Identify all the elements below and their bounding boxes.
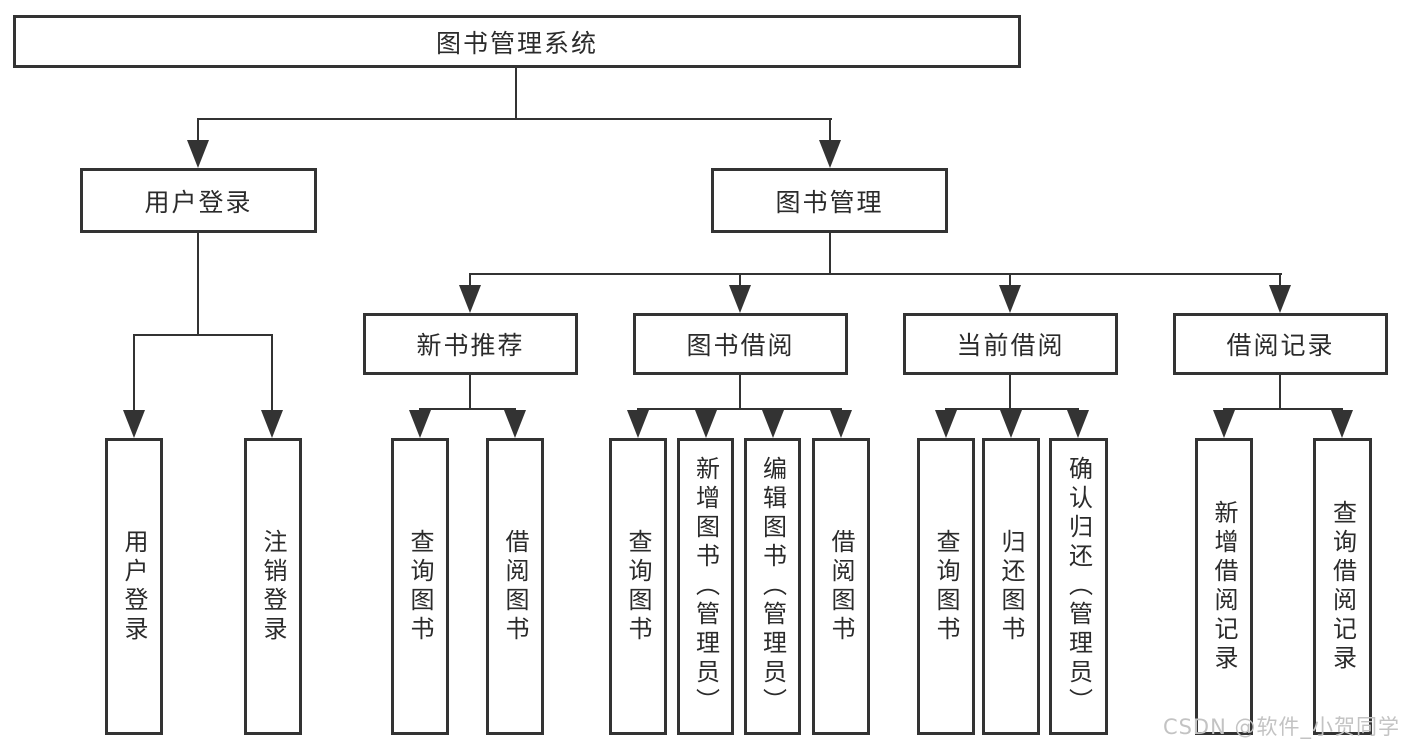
node-user-login-label: 用户登录 [144, 187, 253, 217]
arrowhead-icon [999, 285, 1021, 313]
leaf-logout: 注销登录 [244, 438, 302, 735]
arrowhead-icon [830, 410, 852, 438]
leaf-logout-label: 注销登录 [259, 528, 287, 645]
arrowhead-icon [1269, 285, 1291, 313]
connector-line [515, 68, 517, 119]
leaf-user-login: 用户登录 [105, 438, 163, 735]
arrowhead-icon [459, 285, 481, 313]
leaf-query-books-recommend: 查询图书 [391, 438, 449, 735]
arrowhead-icon [1067, 410, 1089, 438]
node-borrowing-records-label: 借阅记录 [1226, 331, 1335, 360]
leaf-query-books-current-label: 查询图书 [932, 528, 960, 645]
arrowhead-icon [762, 410, 784, 438]
leaf-add-books-admin-label: 新增图书（管理员） [691, 456, 720, 717]
node-book-management: 图书管理 [711, 168, 948, 233]
leaf-borrow-books-label: 借阅图书 [827, 528, 855, 645]
leaf-query-borrow-record: 查询借阅记录 [1313, 438, 1372, 735]
arrowhead-icon [1000, 410, 1022, 438]
node-current-borrowing: 当前借阅 [903, 313, 1118, 375]
connector-line [469, 375, 471, 408]
leaf-borrow-books-recommend-label: 借阅图书 [501, 528, 529, 645]
arrowhead-icon [261, 410, 283, 438]
node-book-borrowing-label: 图书借阅 [686, 331, 795, 360]
node-book-management-label: 图书管理 [775, 187, 884, 217]
leaf-borrow-books: 借阅图书 [812, 438, 870, 735]
leaf-query-books-current: 查询图书 [917, 438, 975, 735]
connector-line [739, 273, 741, 287]
leaf-return-books-label: 归还图书 [997, 528, 1025, 645]
arrowhead-icon [819, 140, 841, 168]
leaf-query-borrow-record-label: 查询借阅记录 [1328, 499, 1357, 674]
node-root-label: 图书管理系统 [435, 28, 598, 58]
connector-line [1009, 375, 1011, 408]
leaf-confirm-return-admin-label: 确认归还（管理员） [1064, 456, 1093, 717]
arrowhead-icon [695, 410, 717, 438]
leaf-query-books-borrow-label: 查询图书 [624, 528, 652, 645]
connector-line [419, 408, 516, 410]
leaf-query-books-recommend-label: 查询图书 [406, 528, 434, 645]
leaf-borrow-books-recommend: 借阅图书 [486, 438, 544, 735]
leaf-add-borrow-record: 新增借阅记录 [1195, 438, 1253, 735]
connector-line [1279, 273, 1281, 287]
connector-line [469, 273, 1282, 275]
node-user-login: 用户登录 [80, 168, 317, 233]
connector-line [133, 334, 273, 336]
leaf-return-books: 归还图书 [982, 438, 1040, 735]
arrowhead-icon [123, 410, 145, 438]
connector-line [829, 233, 831, 273]
arrowhead-icon [1331, 410, 1353, 438]
leaf-query-books-borrow: 查询图书 [609, 438, 667, 735]
connector-line [271, 334, 273, 411]
arrowhead-icon [504, 410, 526, 438]
node-borrowing-records: 借阅记录 [1173, 313, 1388, 375]
leaf-confirm-return-admin: 确认归还（管理员） [1049, 438, 1108, 735]
connector-line [945, 408, 1079, 410]
leaf-user-login-label: 用户登录 [120, 528, 148, 645]
connector-line [1009, 273, 1011, 287]
connector-line [739, 375, 741, 408]
arrowhead-icon [729, 285, 751, 313]
node-root-system: 图书管理系统 [13, 15, 1021, 68]
connector-line [1279, 375, 1281, 408]
arrowhead-icon [935, 410, 957, 438]
connector-line [197, 233, 199, 334]
connector-line [197, 118, 832, 120]
node-current-borrowing-label: 当前借阅 [956, 331, 1065, 360]
arrowhead-icon [1213, 410, 1235, 438]
node-book-borrowing: 图书借阅 [633, 313, 848, 375]
connector-line [469, 273, 471, 287]
connector-line [1223, 408, 1343, 410]
csdn-watermark: CSDN @软件_小贺同学 [1162, 715, 1400, 739]
connector-line [197, 118, 199, 144]
connector-line [133, 334, 135, 411]
arrowhead-icon [627, 410, 649, 438]
arrowhead-icon [409, 410, 431, 438]
leaf-add-borrow-record-label: 新增借阅记录 [1210, 499, 1238, 674]
leaf-add-books-admin: 新增图书（管理员） [677, 438, 734, 735]
node-new-book-recommend-label: 新书推荐 [416, 331, 525, 360]
connector-line [829, 118, 831, 144]
leaf-edit-books-admin: 编辑图书（管理员） [744, 438, 801, 735]
node-new-book-recommend: 新书推荐 [363, 313, 578, 375]
leaf-edit-books-admin-label: 编辑图书（管理员） [758, 456, 787, 717]
arrowhead-icon [187, 140, 209, 168]
connector-line [637, 408, 842, 410]
